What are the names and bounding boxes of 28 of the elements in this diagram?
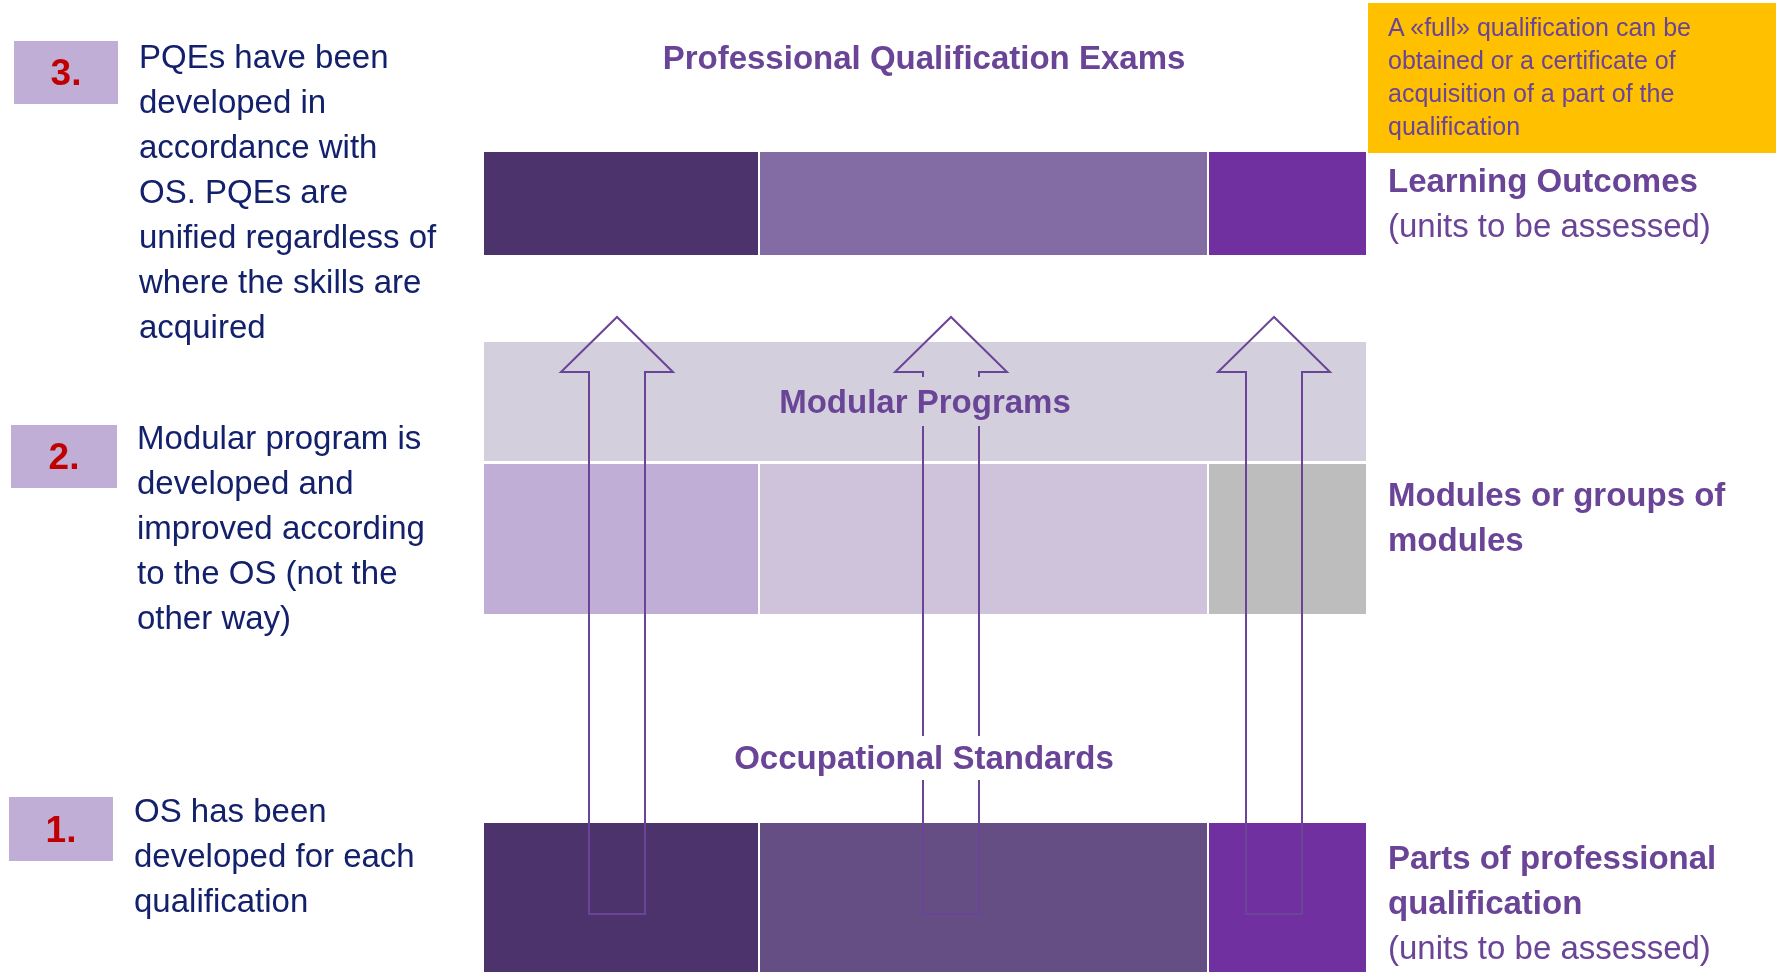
step-description: OS has been developed for each qualification <box>134 791 416 921</box>
bar-segment <box>1209 152 1366 255</box>
bar-segment <box>760 152 1207 255</box>
step-number: 2. <box>48 438 80 475</box>
bar-segment <box>760 464 1207 614</box>
row-heading: Modules or groups of modules <box>1388 475 1727 560</box>
row-note: (units to be assessed) <box>1388 928 1712 968</box>
bar-segment <box>1209 464 1366 614</box>
step-badge <box>11 425 117 488</box>
bar-segment <box>484 823 758 972</box>
row-heading: Parts of professional qualification <box>1388 838 1718 923</box>
bar-segment <box>484 464 758 614</box>
note-text: A «full» qualification can be obtained or a certificate of acquisition of a part of the qualification <box>1388 12 1692 142</box>
step-number: 3. <box>50 54 82 91</box>
step-badge <box>14 41 118 104</box>
step-badge <box>9 797 113 861</box>
bar-segment <box>484 152 758 255</box>
step-description: PQEs have been developed in accordance with OS. PQEs are unified regardless of where the skills are acquired <box>139 37 438 347</box>
row-heading: Learning Outcomes <box>1388 161 1699 201</box>
step-number: 1. <box>45 810 77 848</box>
bar-segment <box>1209 823 1366 972</box>
note-box <box>1368 3 1776 153</box>
bar-segment <box>760 823 1207 972</box>
step-description: Modular program is developed and improved according to the OS (not the other way) <box>137 418 426 638</box>
band <box>484 342 1366 461</box>
row-note: (units to be assessed) <box>1388 206 1712 246</box>
hollow-arrow <box>558 315 676 915</box>
hollow-arrow <box>1215 315 1333 915</box>
